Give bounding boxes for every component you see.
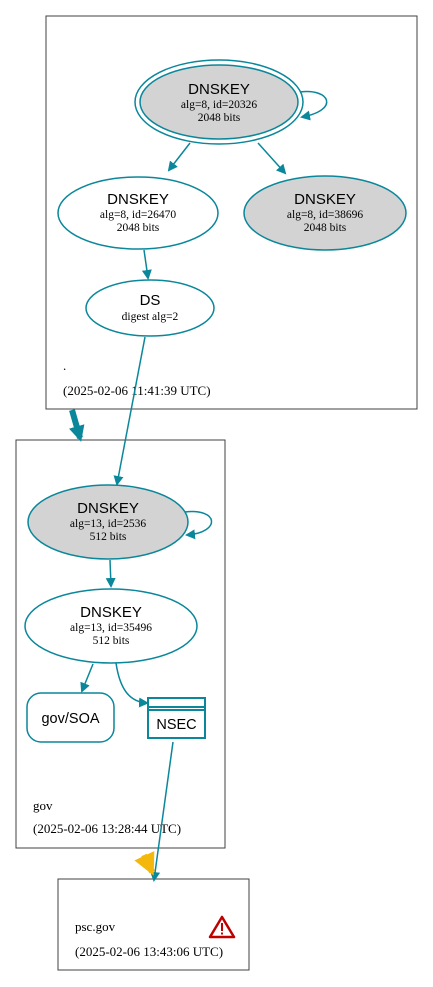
zone-gov-name: gov	[33, 798, 53, 813]
edge-gov-ksk-self	[184, 510, 213, 540]
node-root-key3-title: DNSKEY	[294, 191, 356, 208]
node-gov-ksk-title: DNSKEY	[77, 500, 139, 517]
edge-ds-gov-ksk	[113, 336, 146, 486]
edge-root-zsk-ds	[141, 249, 152, 280]
zone-psc-name: psc.gov	[75, 919, 116, 934]
node-gov-nsec[interactable]: NSEC	[147, 697, 206, 739]
edge-gov-zsk-soa	[80, 663, 94, 693]
node-gov-ds-title: DS	[140, 292, 161, 309]
node-root-zsk[interactable]: DNSKEY alg=8, id=26470 2048 bits	[57, 176, 219, 250]
edge-nsec-psc	[150, 741, 174, 882]
node-root-ksk-title: DNSKEY	[188, 81, 250, 98]
node-gov-soa[interactable]: gov/SOA	[26, 692, 115, 743]
zone-psc: psc.gov (2025-02-06 13:43:06 UTC)	[57, 878, 250, 971]
zone-gov-timestamp: (2025-02-06 13:28:44 UTC)	[33, 821, 181, 836]
error-triangle-icon	[208, 915, 236, 939]
node-root-key3[interactable]: DNSKEY alg=8, id=38696 2048 bits	[243, 175, 407, 251]
node-gov-ksk[interactable]: DNSKEY alg=13, id=2536 512 bits	[27, 484, 189, 560]
edges	[69, 90, 328, 882]
node-root-key3-line1: alg=8, id=38696	[287, 209, 363, 221]
node-gov-zsk[interactable]: DNSKEY alg=13, id=35496 512 bits	[24, 588, 198, 664]
node-root-zsk-line2: 2048 bits	[117, 222, 160, 234]
zone-psc-timestamp: (2025-02-06 13:43:06 UTC)	[75, 944, 223, 959]
node-gov-ds-line1: digest alg=2	[122, 311, 179, 323]
node-root-key3-line2: 2048 bits	[304, 222, 347, 234]
zone-gov: gov (2025-02-06 13:28:44 UTC)	[15, 439, 226, 849]
edge-root-ksk-self	[299, 90, 328, 121]
node-gov-soa-title: gov/SOA	[41, 711, 99, 727]
node-gov-ds[interactable]: DS digest alg=2	[85, 279, 215, 337]
zone-root-name: .	[63, 358, 66, 373]
edge-gov-zsk-nsec	[115, 662, 149, 708]
node-gov-nsec-title: NSEC	[156, 717, 196, 733]
node-gov-ksk-line1: alg=13, id=2536	[70, 518, 146, 530]
node-gov-zsk-line2: 512 bits	[93, 635, 130, 647]
edge-root-ksk-key3	[257, 142, 287, 175]
edge-gov-ksk-zsk	[105, 559, 116, 588]
edge-root-ksk-zsk	[167, 142, 191, 172]
node-root-ksk-line1: alg=8, id=20326	[181, 99, 257, 111]
node-gov-zsk-title: DNSKEY	[80, 604, 142, 621]
node-root-ksk-line2: 2048 bits	[198, 112, 241, 124]
node-root-zsk-title: DNSKEY	[107, 191, 169, 208]
node-root-ksk[interactable]: DNSKEY alg=8, id=20326 2048 bits	[134, 59, 304, 145]
zone-root: . (2025-02-06 11:41:39 UTC)	[45, 15, 418, 410]
zone-root-timestamp: (2025-02-06 11:41:39 UTC)	[63, 383, 211, 398]
node-gov-zsk-line1: alg=13, id=35496	[70, 622, 152, 634]
node-gov-ksk-line2: 512 bits	[90, 531, 127, 543]
edge-delegation-root-gov	[69, 409, 85, 442]
edge-delegation-gov-psc	[134, 851, 155, 876]
node-root-zsk-line1: alg=8, id=26470	[100, 209, 176, 221]
